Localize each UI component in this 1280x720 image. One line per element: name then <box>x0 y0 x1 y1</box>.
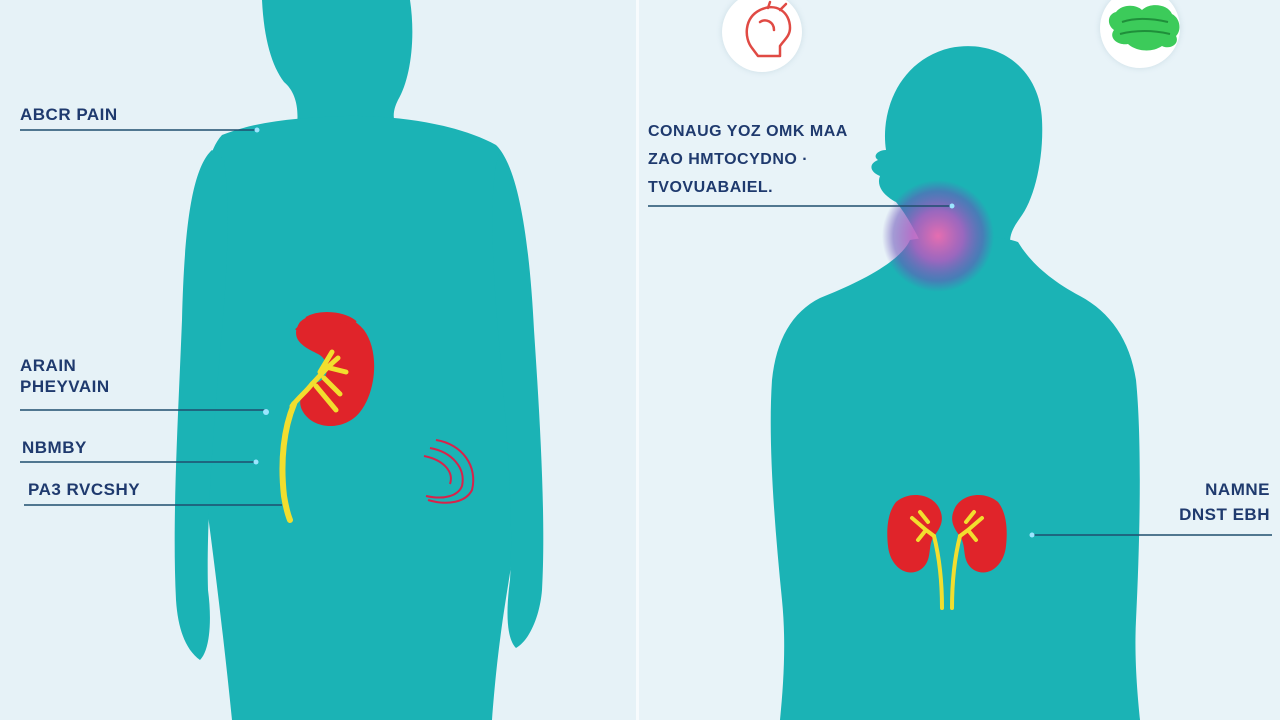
label-nbmby: NBMBY <box>22 438 87 457</box>
panel-divider <box>636 0 639 720</box>
label-throat: CONAUG YOZ OMK MAA ZAO HMTOCYDNO · TVOVU… <box>648 123 848 196</box>
right-leader-dots <box>949 203 1035 538</box>
throat-glow <box>882 180 994 292</box>
right-kidneys <box>887 495 1007 610</box>
left-kidney <box>279 312 375 523</box>
left-leader-dots <box>253 127 269 465</box>
label-abcr-pain: ABCR PAIN <box>20 105 118 124</box>
label-arain-pheyvain: ARAIN PHEYVAIN <box>20 356 110 397</box>
left-body-silhouette <box>174 0 544 720</box>
label-pa-rvcshy: PA3 RVCSHY <box>28 480 141 499</box>
left-leader-lines <box>20 129 282 506</box>
left-pain-waves <box>423 439 475 504</box>
right-leader-lines <box>648 205 1272 536</box>
label-kidney: NAMNE DNST EBH <box>1179 480 1270 524</box>
